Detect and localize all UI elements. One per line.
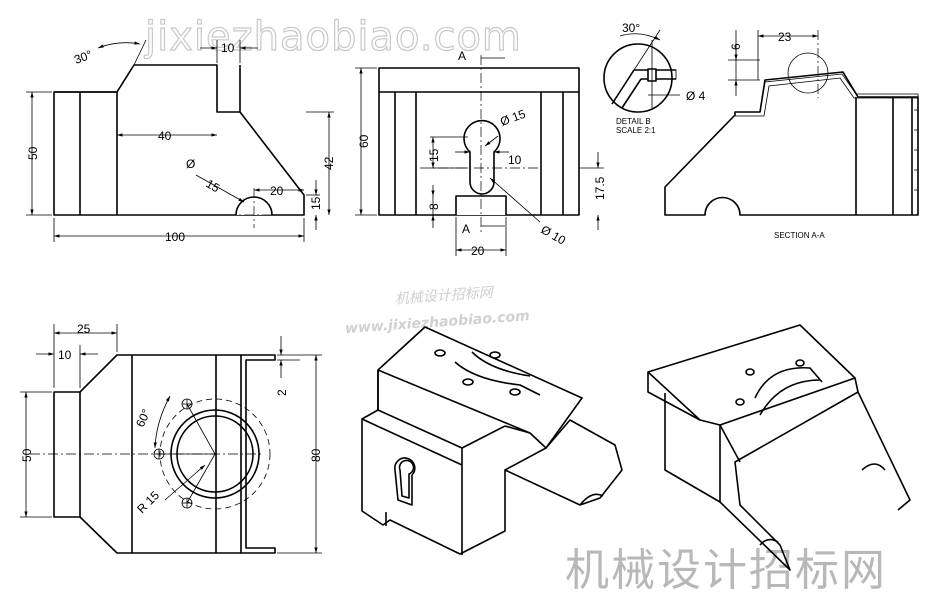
section-title: SECTION A-A [774,231,825,240]
section-label-bottom: A [462,222,470,236]
side-dim-keyhole-len: 15 [427,148,441,162]
detail-title: DETAIL B [616,117,651,126]
top-dim-thickness: 2 [275,389,289,396]
top-dim-offset-25: 25 [77,322,91,336]
side-dim-keyhole-width: 10 [508,153,522,167]
section-dim-height: 6 [729,43,743,50]
top-dim-offset-10: 10 [58,348,72,362]
front-dim-hole-dia-symbol: Ø [186,157,195,171]
side-dim-bottom-notch: 8 [427,203,441,210]
isometric-view-solid [361,326,623,555]
side-dim-small-dia: Ø 10 [539,222,569,247]
top-dim-height: 50 [20,448,34,462]
side-view: A A 60 15 8 10 Ø 15 17.5 20 Ø 10 [355,49,607,258]
detail-scale: SCALE 2:1 [616,126,656,135]
top-view: 60° R 15 25 10 50 80 2 [20,322,323,554]
side-dim-keyhole-dia: Ø 15 [498,107,528,129]
detail-dia: Ø 4 [686,89,706,103]
section-label-top: A [458,49,466,63]
side-dim-notch-width: 20 [471,244,485,258]
section-a-a: 6 23 SECTION A-A [664,30,919,240]
side-dim-hole-height: 17.5 [593,176,607,200]
top-dim-overall: 80 [309,448,323,462]
detail-angle: 30° [622,21,640,35]
top-dim-angle: 60° [133,407,153,430]
side-dim-height: 60 [357,134,371,148]
front-dim-top-slot: 10 [221,41,235,55]
watermark-bottom: 机械设计招标网 [565,545,887,596]
front-view: 100 50 40 10 30° 42 15 20 Ø 15 [26,39,336,244]
isometric-view-section [647,324,911,571]
front-dim-hole-dia: 15 [204,176,223,195]
front-dim-height-left: 50 [26,146,40,160]
watermark-middle-cn: 机械设计招标网 [394,285,495,308]
front-dim-right-low: 15 [309,196,323,210]
detail-b: 30° Ø 4 DETAIL B SCALE 2:1 [603,21,706,135]
section-dim-width: 23 [778,30,792,44]
watermark-top: jixiezhaobiao.com [144,14,522,60]
front-dim-hole-offset: 20 [270,184,284,198]
front-dim-right-height: 42 [322,156,336,170]
front-dim-angle: 30° [72,47,94,66]
front-dim-step: 40 [158,129,172,143]
top-dim-radius: R 15 [134,488,162,516]
front-dim-overall-length: 100 [165,230,185,244]
